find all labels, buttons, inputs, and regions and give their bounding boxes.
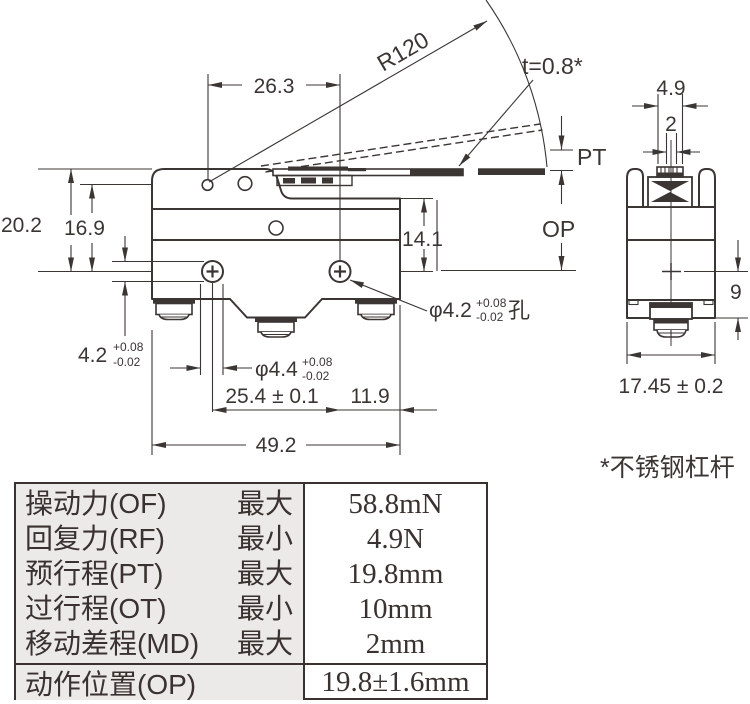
dim-4-2-text: 4.2 [78, 344, 107, 367]
dim-25-4: 25.4 ± 0.1 [212, 385, 340, 413]
lever-radius-callout: R120 [208, 20, 488, 183]
body-section-lines [152, 208, 400, 241]
lever-thickness-text: t=0.8* [522, 53, 583, 79]
spec-name: 操动力(OF) [25, 487, 167, 519]
terminal-screw-left [153, 299, 195, 321]
side-ear-right [698, 168, 716, 207]
table-row: 过行程(OT) 最小 [16, 592, 303, 626]
spec-value: 10mm [358, 592, 433, 625]
lever-clip-bracket [276, 174, 353, 187]
dim-14-1: 14.1 [400, 197, 443, 273]
dim-49-2-text: 49.2 [256, 434, 297, 457]
mounting-hole-right [328, 260, 352, 283]
lever-thickness-callout: t=0.8* [458, 53, 583, 167]
center-cross [662, 263, 681, 280]
spec-name: 预行程(PT) [25, 557, 164, 589]
dim-phi-4-4: φ4.4 +0.08 -0.02 [170, 283, 333, 412]
spec-qualifier: 最小 [236, 522, 293, 554]
hole-tol-minus: -0.02 [476, 310, 504, 324]
dim-9-text: 9 [730, 281, 742, 304]
terminal-screw-center [255, 317, 297, 338]
dim-20-2-text: 20.2 [1, 214, 42, 237]
body-hole [268, 220, 284, 236]
spec-qualifier: 最小 [236, 592, 293, 624]
dimension-drawing: 26.3 R120 t=0.8* 20.2 16.9 [1, 0, 748, 482]
table-row: 预行程(PT) 最大 [16, 557, 303, 591]
pt-label: PT [577, 144, 606, 170]
spec-table-upper-section: 操动力(OF) 最大 回复力(RF) 最小 预行程(PT) 最大 过行程(OT)… [16, 484, 486, 665]
side-view: 4.9 2 9 17.45 ± 0.2 [619, 77, 748, 398]
plunger-assembly [647, 166, 693, 208]
table-row: 回复力(RF) 最小 [16, 522, 303, 556]
dim-17-45-text: 17.45 ± 0.2 [619, 375, 724, 398]
hole-tol-plus: +0.08 [476, 296, 507, 310]
dim-phi-4-4-text: φ4.4 [255, 358, 298, 381]
head-hole [237, 175, 253, 192]
spec-value: 4.9N [366, 522, 425, 555]
lever-swing-arc [485, 0, 548, 168]
dim-phi-4-4-tol-minus: -0.02 [302, 369, 330, 383]
dim-phi-4-4-tol-plus: +0.08 [302, 355, 333, 369]
spec-footer-name: 动作位置(OP) [16, 665, 305, 700]
dim-4-2: 4.2 +0.08 -0.02 [78, 236, 204, 369]
dim-11-9-text: 11.9 [350, 385, 389, 408]
lever-free-position-top [260, 123, 541, 167]
dim-4-9-text: 4.9 [656, 77, 685, 100]
dim-17-45: 17.45 ± 0.2 [619, 322, 724, 398]
dim-25-4-text: 25.4 ± 0.1 [225, 385, 318, 408]
spec-value: 58.8mN [348, 487, 443, 520]
spec-value: 2mm [365, 627, 426, 660]
stainless-lever-footnote: *不锈钢杠杆 [600, 454, 735, 482]
spec-qualifier: 最大 [236, 557, 293, 589]
bottom-tab-right [703, 299, 714, 306]
spec-qualifier: 最大 [236, 487, 293, 519]
dim-9: 9 [684, 240, 748, 340]
spec-label-column: 操动力(OF) 最大 回复力(RF) 最小 预行程(PT) 最大 过行程(OT)… [16, 484, 305, 663]
spec-name: 过行程(OT) [25, 592, 167, 624]
spec-table-footer-row: 动作位置(OP) 19.8±1.6mm [16, 665, 486, 700]
lever-radius-text: R120 [373, 26, 434, 76]
dim-16-9: 16.9 [64, 183, 152, 272]
dim-20-2: 20.2 [1, 168, 152, 273]
dim-11-9: 11.9 [340, 385, 437, 413]
dim-49-2: 49.2 [151, 305, 401, 457]
spec-name: 移动差程(MD) [25, 627, 200, 659]
table-row: 操动力(OF) 最大 [16, 487, 303, 521]
dim-14-1-text: 14.1 [402, 228, 443, 251]
dim-pt-op: PT OP [441, 116, 606, 272]
switch-body-outline [151, 168, 401, 319]
spec-qualifier: 最大 [236, 627, 293, 659]
bottom-tab-left [628, 299, 639, 306]
spec-footer-value: 19.8±1.6mm [321, 666, 470, 698]
dim-2: 2 [643, 113, 700, 164]
dim-16-9-text: 16.9 [64, 217, 105, 240]
table-row: 移动差程(MD) 最大 [16, 627, 303, 661]
dim-2-text: 2 [665, 113, 677, 136]
spec-value-column: 58.8mN 4.9N 19.8mm 10mm 2mm [305, 484, 486, 663]
dim-4-2-tol-minus: -0.02 [113, 355, 141, 369]
terminal-screw-right [355, 299, 397, 321]
hole-dia-text: φ4.2 [429, 299, 472, 322]
hole-suffix-text: 孔 [508, 298, 530, 323]
side-ear-left [626, 168, 644, 207]
side-bottom-screw [649, 302, 693, 338]
dim-26-3-text: 26.3 [254, 75, 295, 98]
dim-4-2-tol-plus: +0.08 [113, 340, 144, 354]
lever-free-position-bottom [265, 129, 543, 173]
front-view: 26.3 R120 t=0.8* 20.2 16.9 [1, 0, 606, 457]
mounting-hole-callout: φ4.2 +0.08 -0.02 孔 [349, 279, 530, 324]
lever-tip-segment [478, 168, 545, 175]
op-label: OP [542, 216, 575, 242]
hinge-lever [272, 166, 545, 187]
mounting-hole-left [201, 260, 224, 283]
dim-26-3: 26.3 [207, 74, 341, 260]
spec-value: 19.8mm [347, 557, 444, 590]
spec-name: 回复力(RF) [25, 522, 165, 554]
lever-pivot-hole [201, 178, 214, 192]
spec-table: 操动力(OF) 最大 回复力(RF) 最小 预行程(PT) 最大 过行程(OT)… [14, 482, 488, 700]
